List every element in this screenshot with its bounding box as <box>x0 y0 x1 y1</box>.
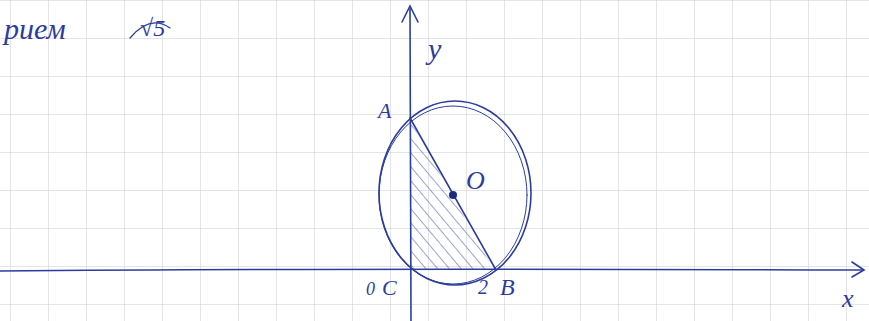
center-dot <box>449 191 457 199</box>
point-label: C <box>382 277 397 299</box>
axis-label: y <box>428 34 441 64</box>
y-arrow <box>402 6 418 22</box>
note-text: √5 <box>140 16 165 40</box>
tick-number: 2 <box>478 277 488 297</box>
axis-label: x <box>842 286 854 312</box>
origin-label: 0 <box>366 280 375 298</box>
diameter-ab <box>410 118 496 270</box>
point-label: O <box>466 168 485 194</box>
point-label: B <box>500 275 515 299</box>
point-label: A <box>378 100 391 122</box>
x-arrow <box>852 262 864 277</box>
circle-retrace <box>379 106 527 284</box>
circle <box>379 101 531 285</box>
hatched-triangle <box>410 120 494 270</box>
note-text: рием <box>4 14 66 44</box>
